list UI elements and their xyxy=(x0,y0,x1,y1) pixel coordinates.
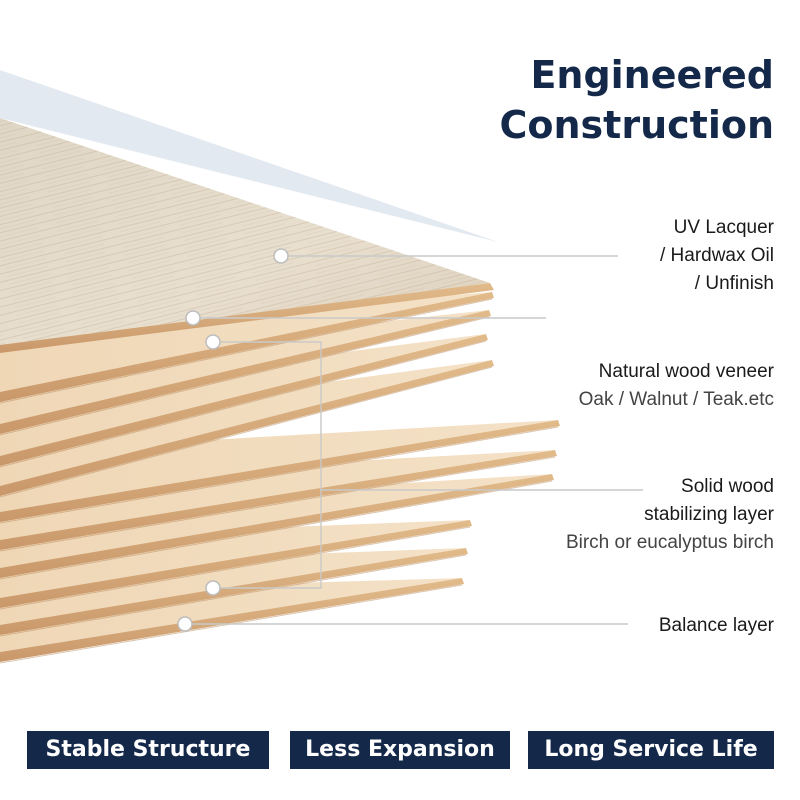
ply-edge xyxy=(0,578,464,662)
callout-balance-line-1: Balance layer xyxy=(658,615,774,636)
callout-solid-line-1: Solid wood xyxy=(681,476,774,497)
badge-stable-structure: Stable Structure xyxy=(27,731,269,769)
ply-edge xyxy=(0,474,554,578)
ply-edge xyxy=(0,334,488,466)
callout-solid-line-3: Birch or eucalyptus birch xyxy=(565,532,774,553)
callout-balance: Balance layer xyxy=(659,612,774,640)
ply-shadow xyxy=(0,340,487,468)
callout-uv-line-1: UV Lacquer xyxy=(673,217,774,238)
ply-edge xyxy=(0,360,494,496)
ply-edge xyxy=(0,420,560,522)
ply-edge xyxy=(0,520,472,608)
ply-edge xyxy=(0,292,494,402)
callout-solid-line-2: stabilizing layer xyxy=(644,504,774,525)
callout-dots xyxy=(177,248,289,632)
ply-edge xyxy=(0,450,557,550)
title-line-1: Engineered xyxy=(530,53,774,97)
ply-shadow xyxy=(0,554,467,637)
dot-coating xyxy=(273,248,289,264)
callout-uv-line-3: / Unfinish xyxy=(694,273,774,294)
dot-veneer xyxy=(185,310,201,326)
ply-edge xyxy=(0,548,468,635)
dot-balance xyxy=(177,616,193,632)
ply-shadow xyxy=(0,298,493,404)
badge-less-expansion: Less Expansion xyxy=(290,731,510,769)
callout-solid-wood: Solid wood stabilizing layer Birch or eu… xyxy=(566,473,774,557)
page-title: Engineered Construction xyxy=(500,50,775,150)
callout-uv-lacquer: UV Lacquer / Hardwax Oil / Unfinish xyxy=(660,214,774,298)
title-line-2: Construction xyxy=(499,103,775,147)
ply-shadow xyxy=(0,426,559,524)
veneer-layer xyxy=(0,118,494,353)
callout-uv-line-2: / Hardwax Oil xyxy=(659,245,774,266)
ply-shadow xyxy=(0,366,493,498)
ply-edge xyxy=(0,310,491,434)
leader-lines xyxy=(185,255,643,625)
dot-solid-bottom xyxy=(205,580,221,596)
wood-plies xyxy=(0,292,560,664)
callout-veneer-line-2: Oak / Walnut / Teak.etc xyxy=(578,389,774,410)
coating-layer xyxy=(0,70,498,242)
ply-shadow xyxy=(0,526,471,610)
ply-shadow xyxy=(0,480,553,580)
callout-veneer: Natural wood veneer Oak / Walnut / Teak.… xyxy=(579,358,774,414)
ply-shadow xyxy=(0,316,490,436)
callout-veneer-line-1: Natural wood veneer xyxy=(598,361,774,382)
ply-shadow xyxy=(0,456,556,552)
dot-solid-top xyxy=(205,334,221,350)
badge-long-service-life: Long Service Life xyxy=(528,731,774,769)
